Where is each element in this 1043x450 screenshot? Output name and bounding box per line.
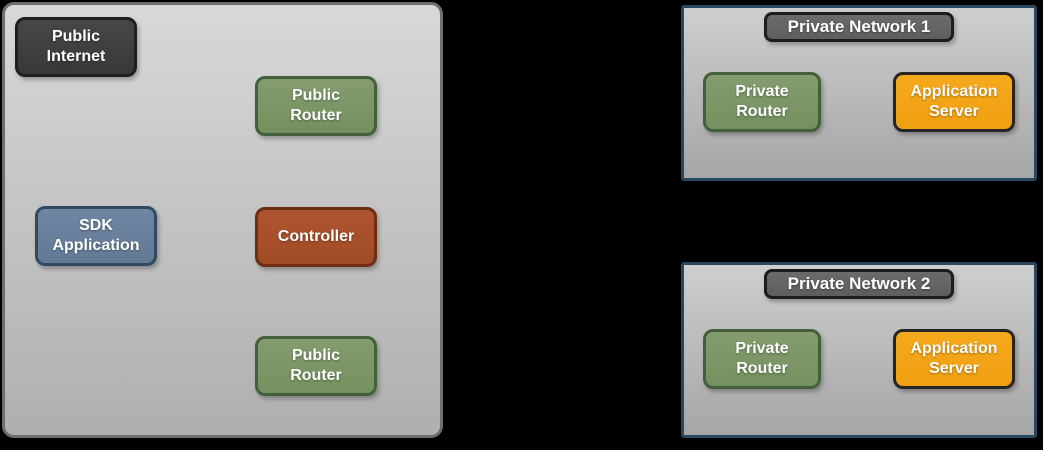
private-network-2-zone: Private Network 2 Private Router Applica… [681,262,1037,438]
private-network-1-router-node: Private Router [703,72,821,132]
public-router-bottom-node: Public Router [255,336,377,396]
public-router-top-node: Public Router [255,76,377,136]
private-network-1-zone: Private Network 1 Private Router Applica… [681,5,1037,181]
controller-node: Controller [255,207,377,267]
private-network-2-app-server-node: Application Server [893,329,1015,389]
public-internet-node: Public Internet [15,17,137,77]
private-network-2-router-node: Private Router [703,329,821,389]
sdk-application-node: SDK Application [35,206,157,266]
private-network-1-title: Private Network 1 [764,12,954,42]
public-internet-zone: Public Internet Public Router SDK Applic… [2,2,443,438]
private-network-2-title: Private Network 2 [764,269,954,299]
private-network-1-app-server-node: Application Server [893,72,1015,132]
